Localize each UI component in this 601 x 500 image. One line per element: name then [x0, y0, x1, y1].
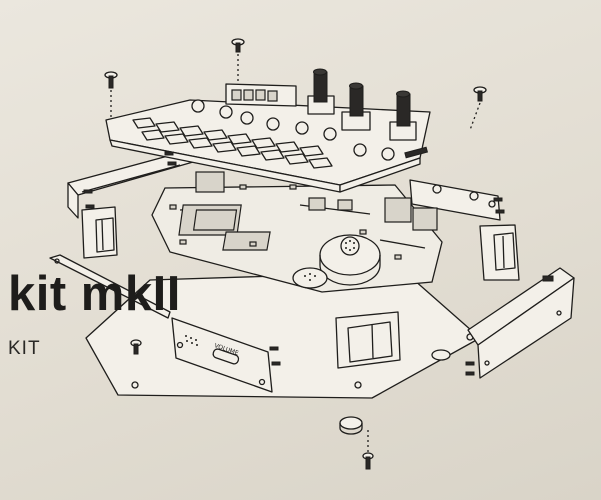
front-bracket: [335, 311, 401, 369]
front-panel: VOLUME: [171, 317, 273, 393]
pcb-resistors: [169, 184, 402, 260]
left-bracket-lower: [81, 206, 118, 259]
knob-2: [341, 82, 371, 131]
side-rail-left: [49, 254, 171, 319]
small-buttons: [191, 99, 395, 161]
rubber-foot: [431, 349, 451, 361]
left-bracket-upper: [67, 149, 201, 219]
right-bracket: [479, 224, 520, 281]
speaker-cap: [292, 267, 328, 289]
screw: [473, 86, 487, 102]
product-title: kit mkII: [8, 267, 181, 321]
knob-1: [307, 68, 335, 115]
top-control-panel: [105, 68, 431, 193]
rubber-foot: [339, 416, 363, 435]
screw: [130, 339, 142, 355]
screw: [542, 275, 554, 282]
assembly-guides: [110, 54, 481, 452]
standoff-pins: [83, 151, 505, 376]
screw: [104, 71, 118, 89]
screw: [362, 452, 374, 470]
speaker: [319, 234, 381, 286]
knob-3: [389, 90, 417, 141]
right-side-panel: [467, 267, 575, 379]
product-subtitle: KIT: [8, 338, 41, 359]
right-end-plate: [409, 179, 501, 221]
display-module: [225, 83, 297, 107]
pad-grid: [132, 117, 333, 169]
speaker-grille-dots: [185, 335, 198, 346]
screw: [231, 38, 245, 53]
